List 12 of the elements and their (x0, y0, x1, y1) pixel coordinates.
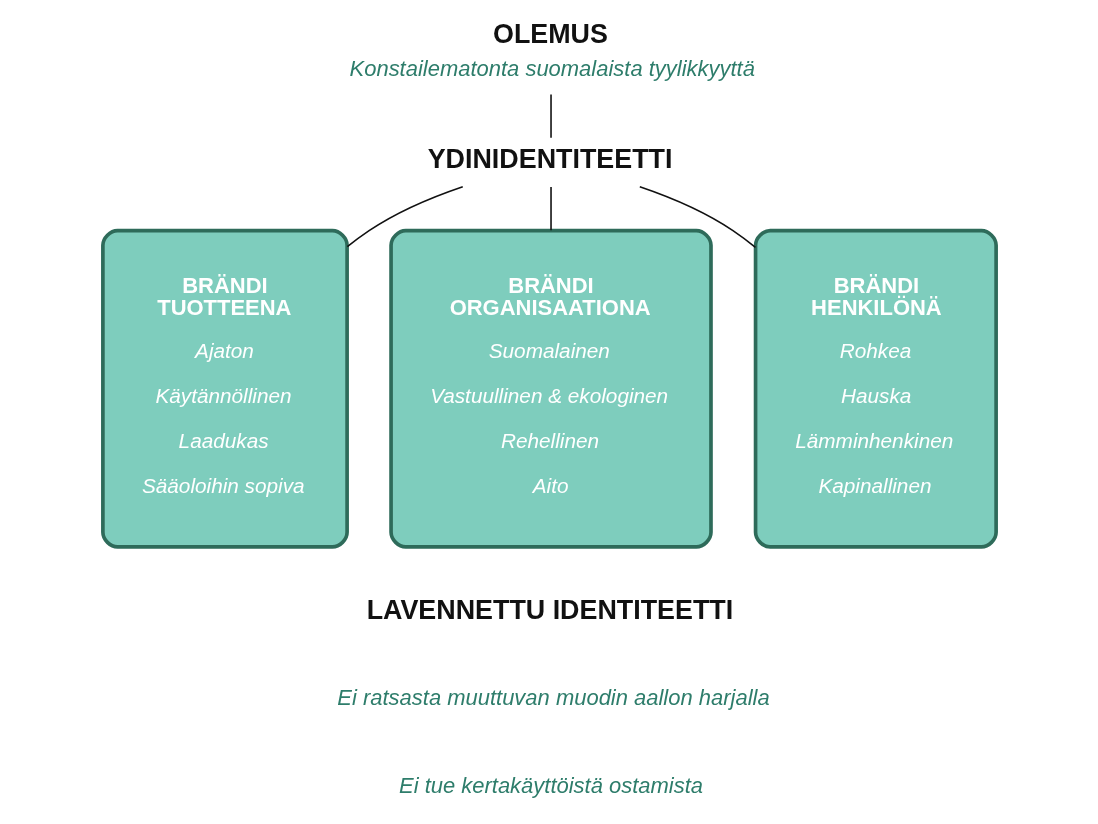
connector (549, 186, 552, 232)
node-text: OLEMUS Konstailematonta suomalaista tyylikkyyttä (349, 19, 755, 82)
node-box: BRÄNDI HENKILÖNÄ Rohkea Hauska Lämminhenkinen Kapinallinen (753, 228, 998, 549)
connector (346, 185, 464, 248)
node-text: YDINIDENTITEETTI (427, 143, 672, 174)
connector (549, 93, 552, 139)
label: Ei ratsasta muuttuvan muodin aallon harjalla (336, 684, 770, 710)
connector (638, 186, 756, 249)
label: Ei tue kertakäyttöistä ostamista (398, 772, 703, 798)
label: LAVENNETTU IDENTITEETTI (366, 594, 733, 625)
node-box: BRÄNDI TUOTTEENA Ajaton Käytännöllinen Laadukas Sääoloihin sopiva (100, 228, 349, 549)
node-box: BRÄNDI ORGANISAATIONA Suomalainen Vastuullinen & ekologinen Rehellinen Aito (388, 228, 713, 549)
